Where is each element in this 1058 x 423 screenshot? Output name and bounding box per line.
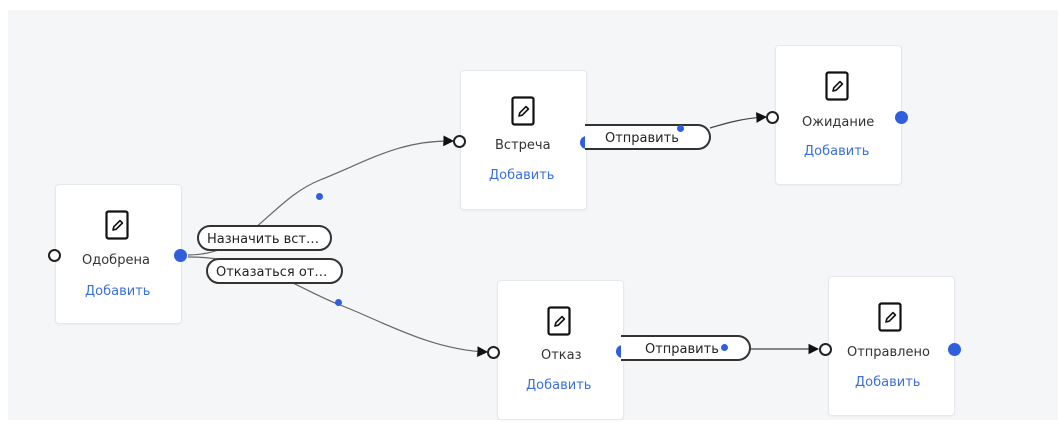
input-port-approved[interactable] <box>48 249 61 262</box>
edge-handle[interactable] <box>316 193 323 200</box>
input-port-waiting[interactable] <box>766 111 779 124</box>
node-title: Отправлено <box>847 345 930 360</box>
edit-document-icon <box>105 210 129 240</box>
node-title: Встреча <box>495 138 551 153</box>
add-link[interactable]: Добавить <box>85 284 151 299</box>
transition-send-refusal[interactable]: Отправить <box>621 335 751 361</box>
node-refusal[interactable]: Отказ Добавить <box>497 280 624 420</box>
add-link[interactable]: Добавить <box>526 378 592 393</box>
input-port-meeting[interactable] <box>453 135 466 148</box>
output-port-waiting[interactable] <box>895 111 908 124</box>
add-link[interactable]: Добавить <box>489 168 555 183</box>
node-meeting[interactable]: Встреча Добавить <box>460 70 587 210</box>
node-waiting[interactable]: Ожидание Добавить <box>775 45 902 185</box>
transition-send-meeting[interactable]: Отправить <box>585 124 711 150</box>
edge-handle[interactable] <box>721 344 728 351</box>
edit-document-icon <box>878 302 902 332</box>
add-link[interactable]: Добавить <box>804 144 870 159</box>
input-port-sent[interactable] <box>819 343 832 356</box>
edge-handle[interactable] <box>677 125 684 132</box>
add-link[interactable]: Добавить <box>855 375 921 390</box>
transition-refuse[interactable]: Отказаться от… <box>206 258 343 284</box>
edit-document-icon <box>825 71 849 101</box>
edit-document-icon <box>511 96 535 126</box>
node-title: Ожидание <box>802 115 875 130</box>
edit-document-icon <box>547 306 571 336</box>
node-title: Отказ <box>541 348 582 363</box>
node-sent[interactable]: Отправлено Добавить <box>828 276 955 416</box>
output-port-sent[interactable] <box>948 343 961 356</box>
edge-handle[interactable] <box>335 299 342 306</box>
input-port-refusal[interactable] <box>487 346 500 359</box>
transition-assign-meeting[interactable]: Назначить вст… <box>197 225 332 251</box>
node-title: Одобрена <box>82 253 150 268</box>
output-port-approved[interactable] <box>174 249 187 262</box>
node-approved[interactable]: Одобрена Добавить <box>55 184 182 324</box>
